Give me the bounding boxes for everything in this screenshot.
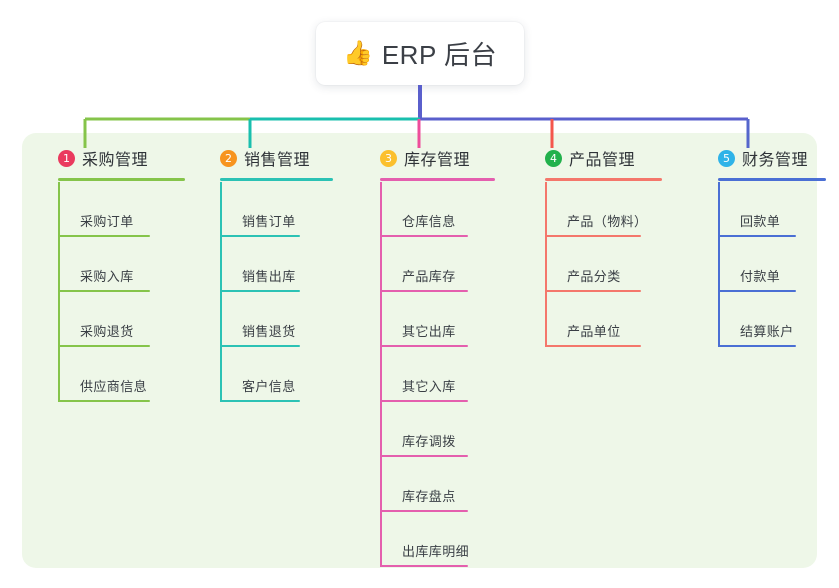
- branch-number-badge: 4: [545, 149, 562, 167]
- branch-number-badge: 1: [58, 149, 75, 167]
- branch-item-label: 出库库明细: [402, 544, 470, 559]
- branch-item[interactable]: 采购退货: [58, 292, 150, 347]
- branch-number-badge: 3: [380, 149, 397, 167]
- branch-item[interactable]: 仓库信息: [380, 182, 468, 237]
- branch-item-rule: [220, 290, 300, 292]
- branch-item-label: 产品分类: [567, 269, 621, 284]
- branch-item-label: 结算账户: [740, 324, 794, 339]
- branch-item-label: 付款单: [740, 269, 781, 284]
- branch-spine: [58, 182, 60, 402]
- branch-item-label: 其它出库: [402, 324, 456, 339]
- branch-item-rule: [545, 345, 641, 347]
- branch-item-rule: [220, 345, 300, 347]
- branch-item-rule: [380, 235, 468, 237]
- branch-item[interactable]: 产品单位: [545, 292, 641, 347]
- branch-title: 财务管理: [742, 152, 809, 169]
- branch-spine: [545, 182, 547, 347]
- branch-item-rule: [545, 290, 641, 292]
- branch-item-rule: [718, 290, 796, 292]
- branch-item-rule: [58, 345, 150, 347]
- branch-item[interactable]: 其它入库: [380, 347, 468, 402]
- root-node-label: ERP 后台: [381, 40, 498, 70]
- branch-item-rule: [380, 510, 468, 512]
- root-node-erp-backend[interactable]: 👍 ERP 后台: [316, 22, 524, 85]
- branch-item[interactable]: 付款单: [718, 237, 796, 292]
- branch-column-3: 3 库存管理仓库信息产品库存其它出库其它入库库存调拨库存盘点出库库明细: [362, 146, 495, 567]
- branch-item-rule: [58, 235, 150, 237]
- branch-item[interactable]: 产品库存: [380, 237, 468, 292]
- branch-item-rule: [380, 400, 468, 402]
- branch-number-badge: 2: [220, 149, 237, 167]
- branch-item-label: 产品（物料）: [567, 214, 648, 229]
- branch-item[interactable]: 库存盘点: [380, 457, 468, 512]
- branch-item-label: 产品单位: [567, 324, 621, 339]
- branch-header-rule: [718, 178, 826, 181]
- branch-item[interactable]: 库存调拨: [380, 402, 468, 457]
- branch-item[interactable]: 客户信息: [220, 347, 300, 402]
- branch-item-label: 采购入库: [80, 269, 134, 284]
- thumbs-up-icon: 👍: [342, 39, 373, 67]
- branch-column-5: 5 财务管理回款单付款单结算账户: [700, 146, 826, 347]
- branch-item-rule: [718, 345, 796, 347]
- branch-item-label: 销售出库: [242, 269, 296, 284]
- branch-header-rule: [545, 178, 662, 181]
- branch-item-rule: [718, 235, 796, 237]
- branch-column-1: 1 采购管理采购订单采购入库采购退货供应商信息: [40, 146, 185, 402]
- branch-item-rule: [380, 345, 468, 347]
- branch-item-label: 库存调拨: [402, 434, 456, 449]
- branch-header-rule: [380, 178, 495, 181]
- branch-item-label: 客户信息: [242, 379, 296, 394]
- branch-title: 产品管理: [569, 152, 636, 169]
- branch-spine: [380, 182, 382, 567]
- branch-item-rule: [380, 290, 468, 292]
- branch-item-label: 采购退货: [80, 324, 134, 339]
- branch-item-label: 回款单: [740, 214, 781, 229]
- branch-item[interactable]: 销售订单: [220, 182, 300, 237]
- branch-item-rule: [220, 400, 300, 402]
- branch-header-1[interactable]: 1 采购管理: [40, 146, 148, 170]
- branch-item-label: 产品库存: [402, 269, 456, 284]
- branches-panel: [22, 133, 817, 568]
- branch-number-badge: 5: [718, 149, 735, 167]
- branch-item[interactable]: 其它出库: [380, 292, 468, 347]
- branch-header-5[interactable]: 5 财务管理: [700, 146, 808, 170]
- branch-item-rule: [58, 400, 150, 402]
- branch-item-rule: [545, 235, 641, 237]
- branch-item-label: 销售订单: [242, 214, 296, 229]
- branch-item[interactable]: 出库库明细: [380, 512, 470, 567]
- branch-spine: [718, 182, 720, 347]
- branch-item-rule: [58, 290, 150, 292]
- branch-item[interactable]: 结算账户: [718, 292, 796, 347]
- branch-header-4[interactable]: 4 产品管理: [527, 146, 635, 170]
- branch-header-2[interactable]: 2 销售管理: [202, 146, 310, 170]
- branch-header-rule: [220, 178, 333, 181]
- branch-item-rule: [220, 235, 300, 237]
- branch-item-label: 库存盘点: [402, 489, 456, 504]
- branch-item-label: 其它入库: [402, 379, 456, 394]
- branch-item[interactable]: 采购订单: [58, 182, 150, 237]
- branch-header-3[interactable]: 3 库存管理: [362, 146, 470, 170]
- branch-header-rule: [58, 178, 185, 181]
- branch-title: 采购管理: [82, 152, 149, 169]
- branch-item[interactable]: 产品分类: [545, 237, 641, 292]
- branch-item[interactable]: 销售出库: [220, 237, 300, 292]
- branch-item[interactable]: 回款单: [718, 182, 796, 237]
- branch-item-label: 采购订单: [80, 214, 134, 229]
- branch-title: 销售管理: [244, 152, 311, 169]
- branch-item-rule: [380, 565, 468, 567]
- branch-item[interactable]: 产品（物料）: [545, 182, 647, 237]
- branch-item[interactable]: 采购入库: [58, 237, 150, 292]
- branch-spine: [220, 182, 222, 402]
- branch-column-4: 4 产品管理产品（物料） 产品分类产品单位: [527, 146, 662, 347]
- branch-title: 库存管理: [404, 152, 471, 169]
- branch-item-label: 销售退货: [242, 324, 296, 339]
- branch-item-label: 供应商信息: [80, 379, 148, 394]
- branch-item-rule: [380, 455, 468, 457]
- branch-item[interactable]: 销售退货: [220, 292, 300, 347]
- branch-column-2: 2 销售管理销售订单销售出库销售退货客户信息: [202, 146, 333, 402]
- branch-item-label: 仓库信息: [402, 214, 456, 229]
- branch-item[interactable]: 供应商信息: [58, 347, 150, 402]
